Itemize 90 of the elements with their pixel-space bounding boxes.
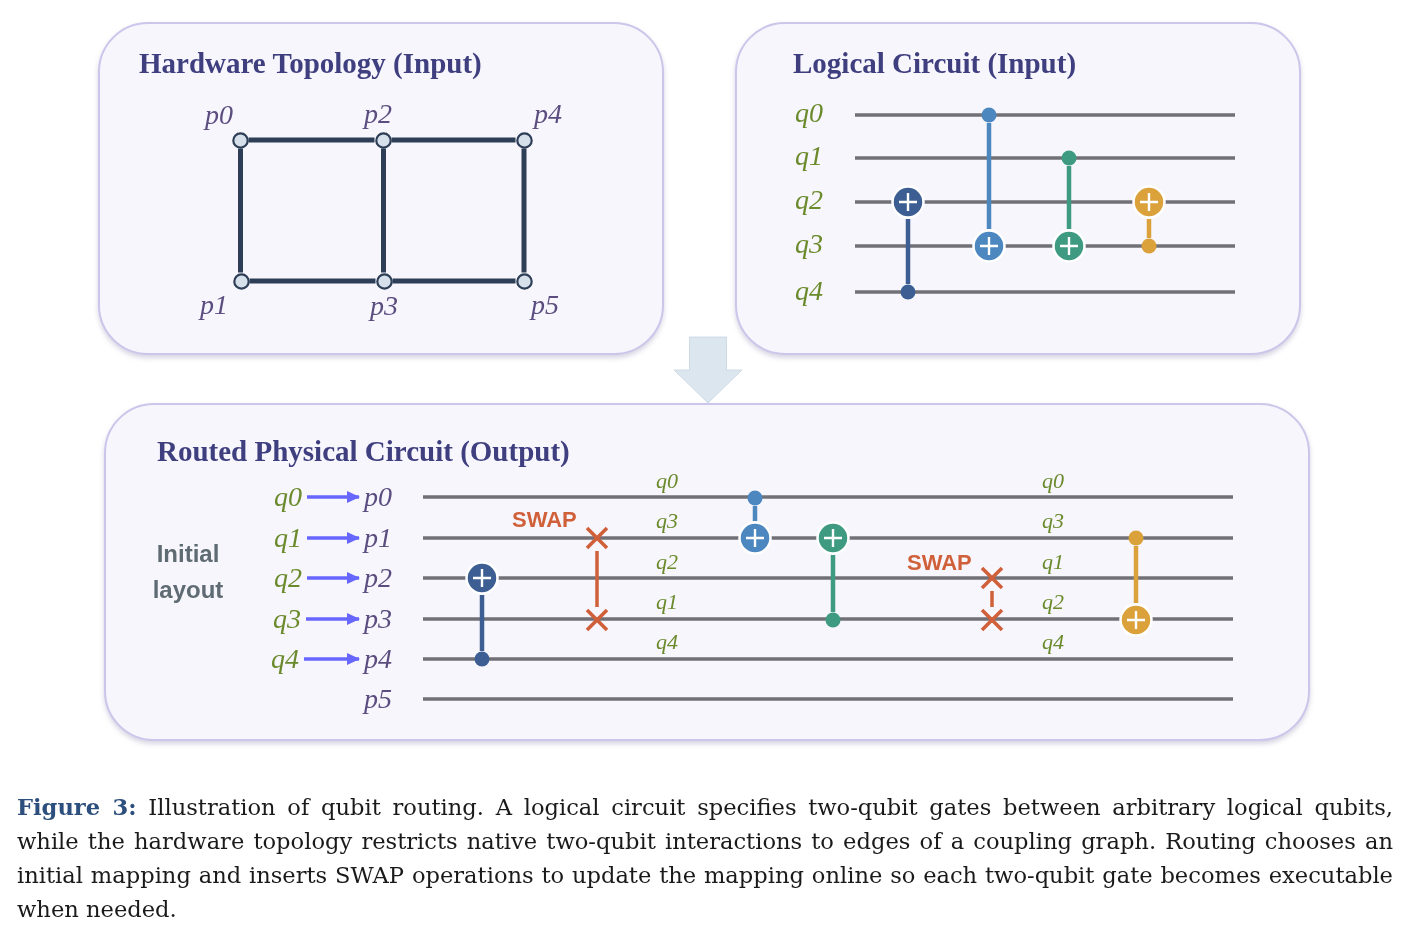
vertex-label: p3 (370, 291, 398, 321)
panel-title: Hardware Topology (Input) (139, 46, 482, 80)
swap-cross-icon (979, 565, 1005, 591)
gate-connector (1133, 546, 1139, 603)
mapping-label: q1 (656, 589, 678, 615)
target-plus-icon (738, 521, 772, 555)
mapping-label: q4 (656, 629, 678, 655)
graph-vertex-icon (231, 131, 249, 149)
arrow (304, 653, 360, 665)
gate-connector (986, 123, 992, 229)
mapping-label: q2 (1042, 589, 1064, 615)
qubit-label: q0 (274, 481, 302, 513)
mapping-label: q3 (1042, 508, 1064, 534)
coupling-edge (392, 278, 516, 284)
coupling-edge (521, 148, 527, 273)
vertex-label: p0 (205, 100, 233, 130)
arrow (307, 532, 360, 544)
target-plus-icon (1132, 185, 1166, 219)
vertex-label: p2 (364, 99, 392, 129)
gate-connector (830, 555, 836, 612)
qubit-label: q3 (795, 228, 823, 260)
arrow (307, 572, 360, 584)
graph-vertex-icon (515, 131, 533, 149)
qubit-label: q3 (273, 603, 301, 635)
arrow (307, 491, 360, 503)
rounded-panel (104, 403, 1310, 741)
edge-label: SWAP (512, 507, 577, 533)
qubit-label: q4 (271, 643, 299, 675)
control-dot-icon (1141, 238, 1157, 254)
target-plus-icon (1119, 603, 1153, 637)
qubit-label: q2 (274, 562, 302, 594)
control-dot-icon (981, 107, 997, 123)
panel-title: Routed Physical Circuit (Output) (157, 434, 570, 468)
target-plus-icon (816, 521, 850, 555)
target-plus-icon (465, 561, 499, 595)
control-dot-icon (747, 490, 763, 506)
gate-connector (905, 219, 911, 284)
arrow (306, 613, 360, 625)
qubit-label: q4 (795, 275, 823, 307)
edge-label: SWAP (907, 550, 972, 576)
qubit-label: q0 (795, 97, 823, 129)
control-dot-icon (1128, 530, 1144, 546)
target-plus-icon (891, 185, 925, 219)
wire-label: p5 (364, 683, 392, 715)
wire-label: p1 (364, 522, 392, 554)
gate-connector (479, 595, 485, 651)
wire-label: p3 (364, 603, 392, 635)
vertex-label: p1 (200, 290, 228, 320)
figure-caption: Figure 3: Illustration of qubit routing. A logical circuit specifies two-qubit gates between arbitrary logical qubits, while the hardware topology restricts native two-qubit interactions to edges of a coupling graph. Routing chooses an initial mapping and inserts SWAP operations to update the mapping online so each two-qubit gate becomes executable when needed. (17, 793, 1393, 924)
graph-vertex-icon (375, 272, 393, 290)
coupling-edge (391, 137, 516, 143)
panel-title: Logical Circuit (Input) (793, 46, 1077, 80)
swap-cross-icon (584, 607, 610, 633)
swap-cross-icon (979, 607, 1005, 633)
graph-vertex-icon (515, 272, 533, 290)
target-plus-icon (1052, 229, 1086, 263)
vertex-label: p4 (534, 99, 562, 129)
side-label: Initial layout (151, 539, 225, 605)
qubit-label: q2 (795, 184, 823, 216)
swap-connector (990, 591, 994, 607)
vertex-label: p5 (531, 290, 559, 320)
wire-label: p0 (364, 481, 392, 513)
control-dot-icon (900, 284, 916, 300)
mapping-label: q2 (656, 549, 678, 575)
control-dot-icon (1061, 150, 1077, 166)
mapping-label: q3 (656, 508, 678, 534)
graph-vertex-icon (232, 272, 250, 290)
block-arrow (673, 336, 743, 404)
wire-label: p4 (364, 643, 392, 675)
graph-vertex-icon (374, 131, 392, 149)
coupling-edge (249, 278, 376, 284)
qubit-label: q1 (795, 140, 823, 172)
mapping-label: q0 (1042, 468, 1064, 494)
gate-connector (1146, 219, 1152, 238)
coupling-edge (381, 148, 386, 273)
rounded-panel (98, 22, 664, 355)
target-plus-icon (972, 229, 1006, 263)
swap-cross-icon (584, 525, 610, 551)
coupling-edge (248, 137, 375, 143)
coupling-edge (238, 148, 243, 273)
mapping-label: q0 (656, 468, 678, 494)
control-dot-icon (825, 612, 841, 628)
control-dot-icon (474, 651, 490, 667)
mapping-label: q1 (1042, 549, 1064, 575)
gate-connector (1066, 166, 1072, 229)
swap-connector (595, 551, 599, 607)
rounded-panel (735, 22, 1301, 355)
qubit-label: q1 (274, 522, 302, 554)
wire-label: p2 (364, 562, 392, 594)
mapping-label: q4 (1042, 629, 1064, 655)
